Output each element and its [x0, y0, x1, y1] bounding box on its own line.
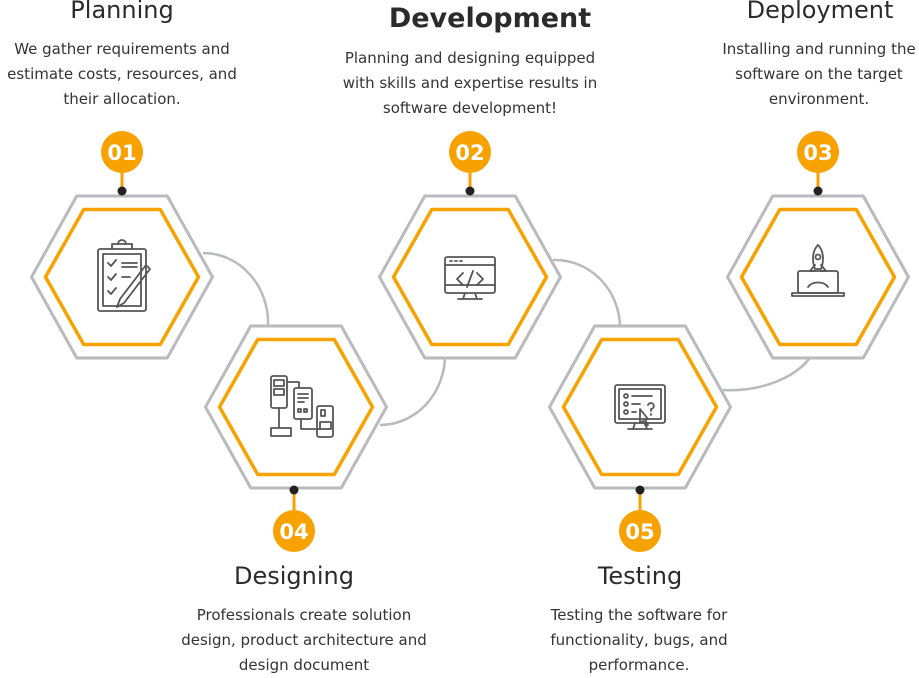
- connectors: [202, 251, 814, 427]
- hexagon-outer: [726, 194, 910, 360]
- hexagon-inner: [217, 337, 375, 477]
- laptop-rocket-icon: [791, 244, 845, 297]
- anchor-dot: [465, 186, 475, 196]
- anchor-dot: [635, 485, 645, 495]
- step-desc-testing: Testing the software for functionality, …: [550, 606, 728, 674]
- connector-2-5: [552, 258, 622, 327]
- step-05: 05: [548, 324, 732, 552]
- step-number-badge: [101, 131, 143, 173]
- step-number: 01: [107, 141, 136, 165]
- step-title-deployment: Deployment: [746, 0, 894, 24]
- anchor-dot: [289, 485, 299, 495]
- step-03: 03: [726, 131, 910, 360]
- step-number-badge: [619, 510, 661, 552]
- step-number: 03: [803, 141, 832, 165]
- step-01: 01: [30, 131, 214, 360]
- step-desc-planning: We gather requirements and estimate cost…: [7, 40, 237, 108]
- hexagon-inner: [739, 207, 897, 347]
- anchor-dot: [813, 186, 823, 196]
- step-title-development: Development: [388, 3, 592, 34]
- step-number-badge: [273, 510, 315, 552]
- hexagon-outer: [204, 324, 388, 490]
- hexagon-inner: [43, 207, 201, 347]
- connector-5-3: [722, 354, 814, 392]
- hexagon-inner: [391, 207, 549, 347]
- step-title-planning: Planning: [70, 0, 174, 24]
- step-02: 02: [378, 131, 562, 360]
- step-desc-development: Planning and designing equipped with ski…: [342, 49, 598, 117]
- step-title-testing: Testing: [597, 562, 683, 590]
- connector-1-4: [202, 251, 270, 327]
- step-number: 05: [625, 520, 654, 544]
- hexagon-inner: [561, 337, 719, 477]
- monitor-test-icon: [614, 384, 666, 430]
- step-desc-deployment: Installing and running the software on t…: [722, 40, 916, 108]
- clipboard-checklist-icon: [97, 239, 151, 312]
- step-desc-designing: Professionals create solution design, pr…: [181, 606, 427, 674]
- step-title-designing: Designing: [234, 562, 354, 590]
- anchor-dot: [117, 186, 127, 196]
- hexagon-outer: [548, 324, 732, 490]
- connector-4-2: [379, 354, 447, 427]
- monitor-code-icon: [444, 256, 496, 300]
- step-number-badge: [797, 131, 839, 173]
- step-number-badge: [449, 131, 491, 173]
- step-number: 04: [279, 520, 308, 544]
- step-04: 04: [204, 324, 388, 552]
- step-number: 02: [455, 141, 484, 165]
- wireframe-flow-icon: [270, 375, 334, 438]
